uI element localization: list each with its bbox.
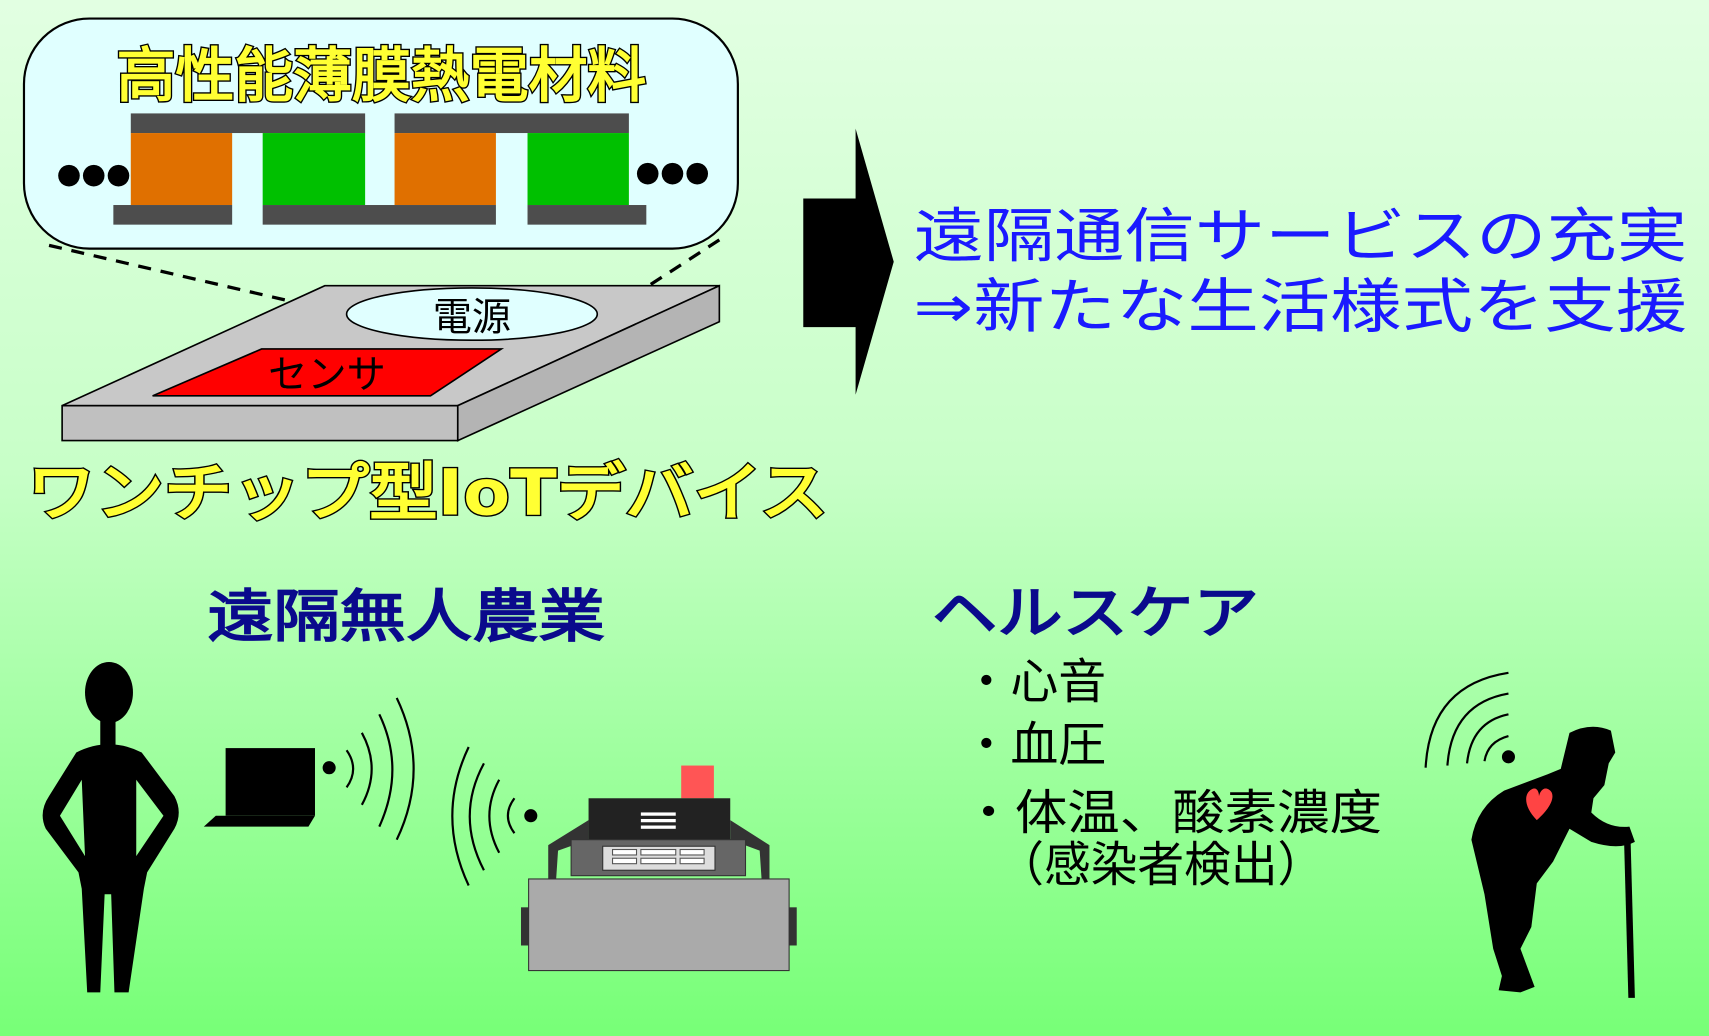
chip-caption: ワンチップ型IoTデバイス (27, 456, 828, 530)
healthcare-title: ヘルスケア (932, 580, 1259, 646)
arrow-right-icon (803, 128, 894, 395)
power-label: 電源 (433, 295, 511, 340)
outcome-line-1: 遠隔通信サービスの充実 (913, 201, 1687, 270)
heart-icon (1526, 788, 1553, 821)
health-item: ・心音 (962, 654, 1106, 710)
laptop-icon (203, 748, 315, 827)
wireless-signal-icon (322, 697, 415, 841)
bubble-title: 高性能薄膜熱電材料 (117, 41, 647, 110)
thermoelectric-bubble: 高性能薄膜熱電材料 ●●● ●●● (22, 17, 739, 250)
iot-chip: 電源 センサ (61, 284, 721, 442)
wireless-signal-icon (1424, 671, 1515, 768)
outcome-line-2: ⇒新たな生活様式を支援 (913, 272, 1687, 341)
health-note: （感染者検出） (997, 837, 1324, 893)
sensor-label: センサ (268, 353, 386, 398)
wireless-signal-icon (451, 746, 538, 886)
dots-left: ●●● (57, 157, 131, 190)
elderly-person-silhouette-icon (1471, 726, 1635, 998)
health-item: ・血圧 (962, 717, 1106, 773)
agriculture-title: 遠隔無人農業 (207, 584, 605, 650)
farmer-silhouette-icon (42, 661, 179, 993)
power-area (345, 287, 599, 342)
dots-right: ●●● (635, 155, 709, 188)
thermoelectric-module-icon (113, 113, 647, 225)
health-item: ・体温、酸素濃度 (962, 785, 1382, 841)
farm-robot-icon (520, 765, 797, 972)
sensor-area (152, 348, 505, 397)
